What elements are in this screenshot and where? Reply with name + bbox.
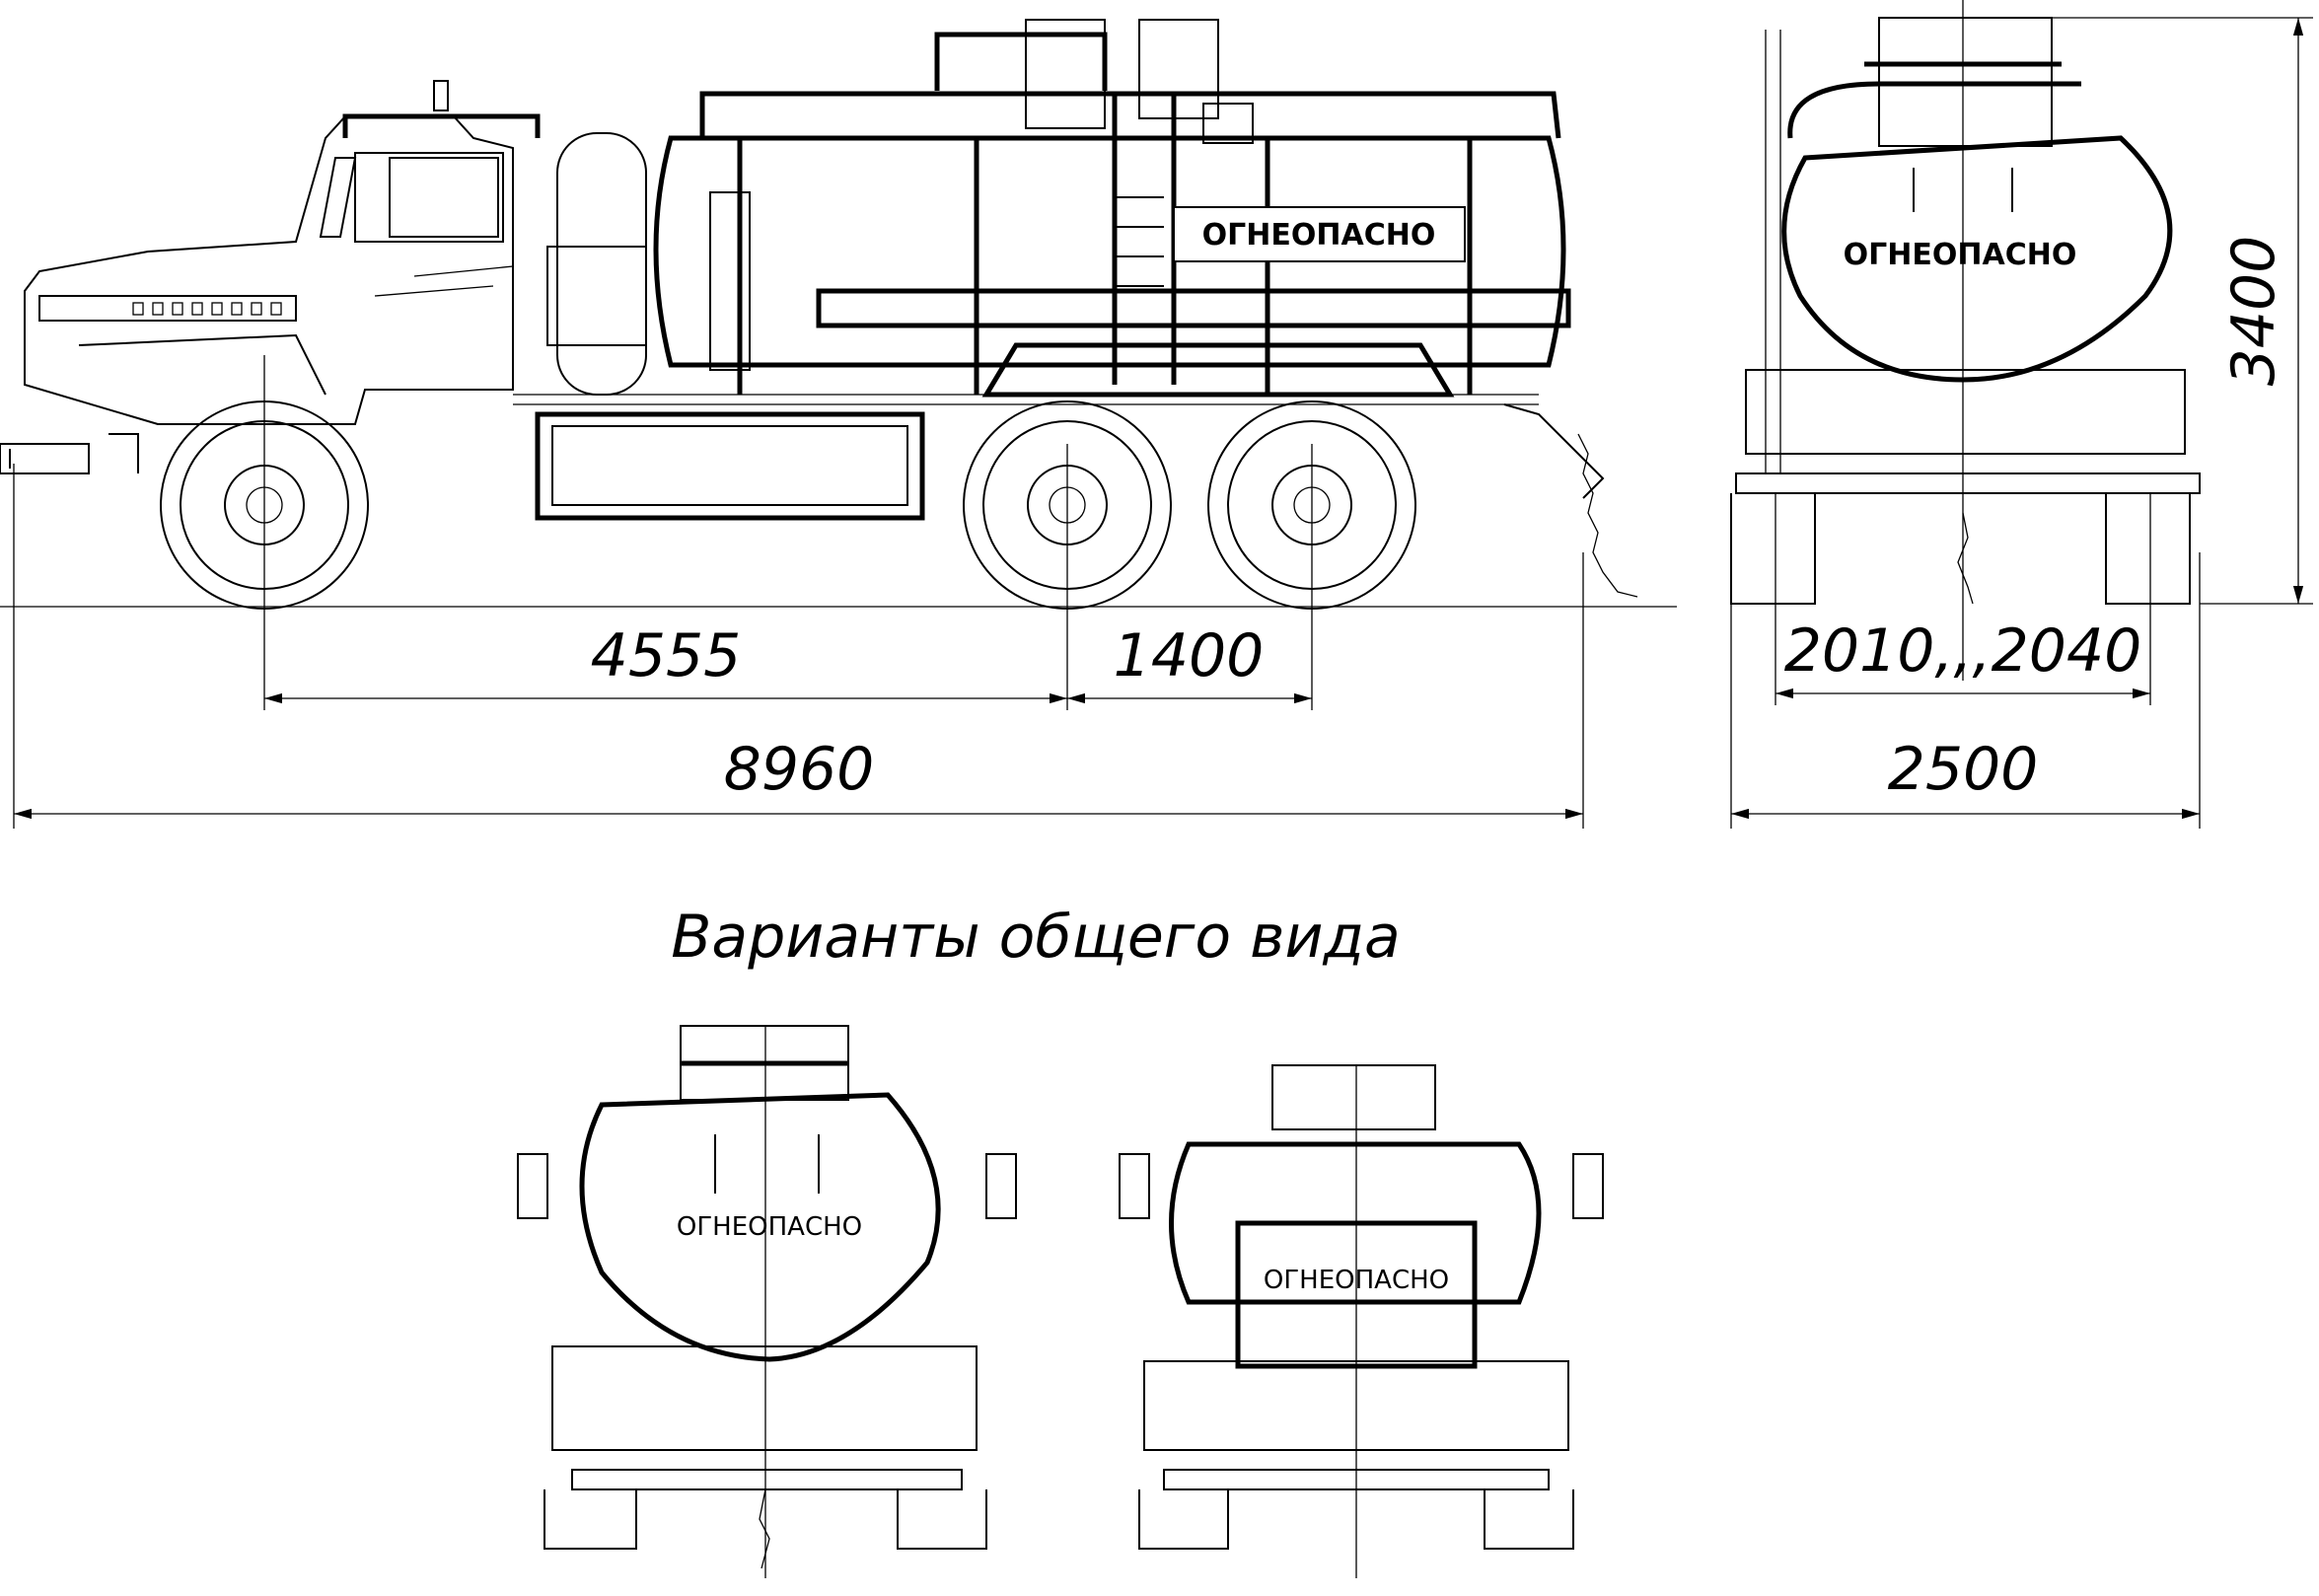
tank-sign-label: ОГНЕОПАСНО <box>1202 218 1436 253</box>
rear-dimensions: 2010,,,2040 2500 3400 <box>1730 0 2313 829</box>
dim-track: 2010,,,2040 <box>1784 617 2142 686</box>
dim-wheelbase-front: 4555 <box>591 621 742 690</box>
variant-view-2: ОГНЕОПАСНО <box>1119 1064 1604 1578</box>
fuel-tank: ОГНЕОПАСНО <box>546 19 1571 395</box>
side-dimensions: 4555 1400 8960 <box>13 355 1584 829</box>
dim-overall-height: 3400 <box>2219 236 2288 387</box>
dim-wheelbase-rear: 1400 <box>1114 621 1265 690</box>
beacon-icon <box>433 80 449 111</box>
side-view: ОГНЕОПАСНО <box>0 19 1677 829</box>
variants-caption: Варианты общего вида <box>671 903 1400 972</box>
chassis <box>513 342 1638 598</box>
variant1-tank-label: ОГНЕОПАСНО <box>677 1212 862 1242</box>
truck-cab <box>0 80 541 474</box>
dim-overall-length: 8960 <box>724 735 875 804</box>
rear-view: ОГНЕОПАСНО 2010,,,2040 2500 3400 <box>1730 0 2313 829</box>
variant-view-1: ОГНЕОПАСНО <box>517 1025 1017 1578</box>
tank-sign <box>1173 206 1466 262</box>
spare-wheel <box>556 132 647 396</box>
dim-overall-width: 2500 <box>1888 735 2039 804</box>
rear-tank-label: ОГНЕОПАСНО <box>1844 238 2077 272</box>
